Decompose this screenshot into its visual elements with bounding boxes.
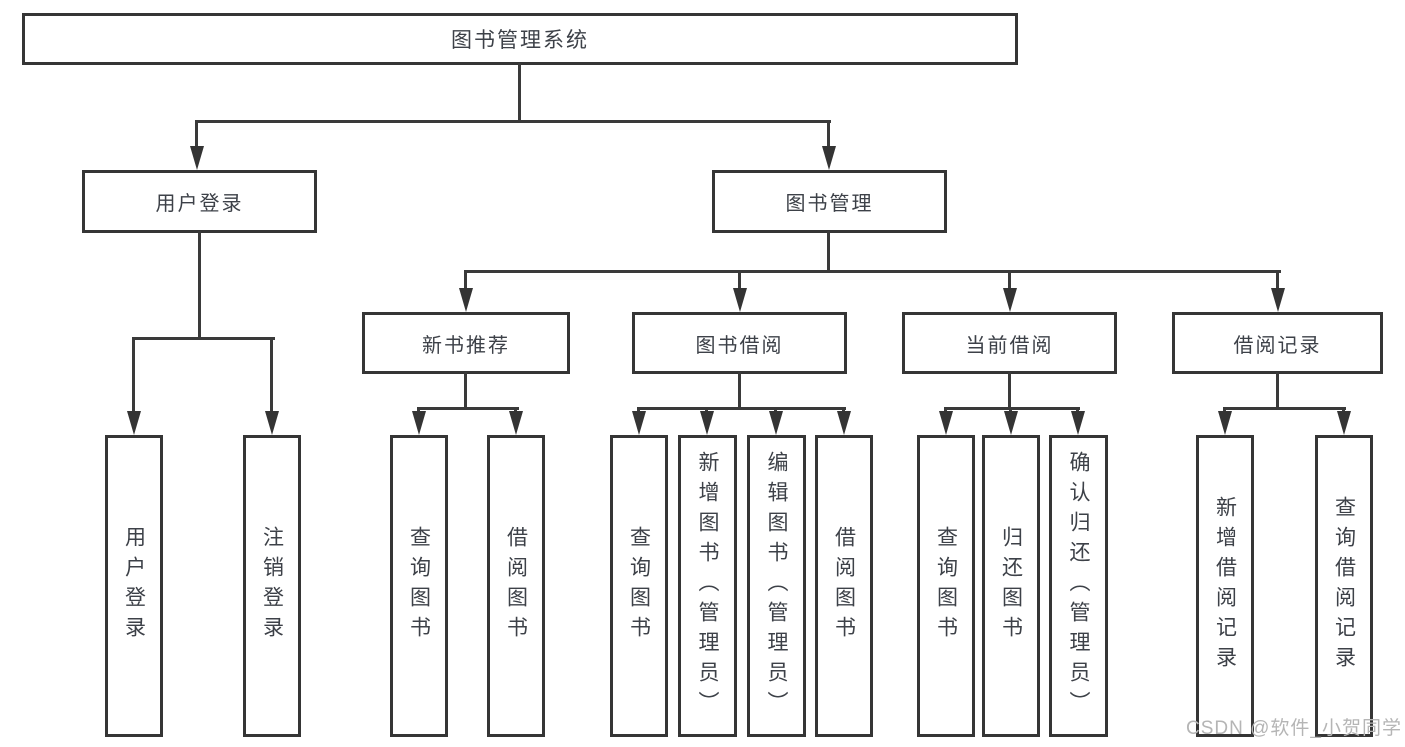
leaf-borrow-books: 借阅图书	[815, 435, 873, 737]
connector	[270, 337, 273, 422]
leaf-add-borrow-record: 新增借阅记录	[1196, 435, 1254, 737]
connector	[827, 120, 830, 160]
leaf-borrow-books-recommend: 借阅图书	[487, 435, 545, 737]
leaf-label: 注销登录	[260, 526, 284, 646]
node-label: 新书推荐	[422, 334, 510, 357]
arrowhead-icon	[190, 146, 204, 170]
connector	[1276, 270, 1279, 300]
connector	[1008, 372, 1011, 410]
node-label: 图书借阅	[695, 334, 784, 357]
leaf-label: 新增图书（管理员）	[696, 451, 719, 721]
leaf-label: 编辑图书（管理员）	[765, 451, 788, 721]
connector	[195, 120, 198, 160]
arrowhead-icon	[632, 411, 646, 435]
connector	[464, 372, 467, 410]
connector	[464, 270, 467, 300]
node-new-book-recommend: 新书推荐	[362, 312, 570, 374]
arrowhead-icon	[1071, 411, 1085, 435]
arrowhead-icon	[127, 411, 141, 435]
node-label: 借阅记录	[1233, 334, 1322, 357]
arrowhead-icon	[733, 288, 747, 312]
leaf-add-books-admin: 新增图书（管理员）	[678, 435, 737, 737]
leaf-label: 新增借阅记录	[1213, 496, 1237, 676]
leaf-query-books-recommend: 查询图书	[390, 435, 448, 737]
csdn-watermark: CSDN @软件_小贺同学	[1186, 718, 1402, 739]
arrowhead-icon	[459, 288, 473, 312]
leaf-label: 查询图书	[407, 526, 431, 646]
leaf-label: 借阅图书	[504, 526, 528, 646]
connector	[132, 337, 135, 422]
leaf-user-login: 用户登录	[105, 435, 163, 737]
node-label: 图书管理系统	[451, 29, 589, 52]
connector	[464, 270, 1281, 273]
connector	[827, 231, 830, 273]
leaf-label: 用户登录	[122, 526, 146, 646]
node-current-borrowing: 当前借阅	[902, 312, 1117, 374]
connector	[197, 120, 831, 123]
leaf-label: 查询图书	[934, 526, 958, 646]
node-label: 用户登录	[155, 193, 244, 215]
arrowhead-icon	[939, 411, 953, 435]
connector	[518, 63, 521, 122]
node-book-management: 图书管理	[712, 170, 947, 233]
leaf-query-books-current: 查询图书	[917, 435, 975, 737]
connector	[198, 231, 201, 339]
leaf-label: 借阅图书	[832, 526, 856, 646]
arrowhead-icon	[769, 411, 783, 435]
arrowhead-icon	[822, 146, 836, 170]
connector	[637, 407, 846, 410]
arrowhead-icon	[1218, 411, 1232, 435]
node-user-login: 用户登录	[82, 170, 317, 233]
connector	[738, 372, 741, 410]
arrowhead-icon	[509, 411, 523, 435]
arrowhead-icon	[1271, 288, 1285, 312]
leaf-label: 归还图书	[999, 526, 1023, 646]
arrowhead-icon	[700, 411, 714, 435]
leaf-query-books-borrowing: 查询图书	[610, 435, 668, 737]
connector	[1276, 372, 1279, 410]
arrowhead-icon	[837, 411, 851, 435]
node-library-system: 图书管理系统	[22, 13, 1018, 65]
leaf-logout: 注销登录	[243, 435, 301, 737]
arrowhead-icon	[412, 411, 426, 435]
connector	[132, 337, 275, 340]
arrowhead-icon	[1004, 411, 1018, 435]
connector	[1008, 270, 1011, 300]
leaf-label: 查询图书	[627, 526, 651, 646]
connector	[944, 407, 1080, 410]
connector	[417, 407, 519, 410]
arrowhead-icon	[1003, 288, 1017, 312]
leaf-confirm-return-admin: 确认归还（管理员）	[1049, 435, 1108, 737]
connector	[1223, 407, 1346, 410]
node-borrowing-records: 借阅记录	[1172, 312, 1383, 374]
leaf-label: 查询借阅记录	[1332, 496, 1356, 676]
leaf-label: 确认归还（管理员）	[1067, 451, 1090, 721]
leaf-return-books: 归还图书	[982, 435, 1040, 737]
arrowhead-icon	[265, 411, 279, 435]
arrowhead-icon	[1337, 411, 1351, 435]
node-label: 图书管理	[785, 193, 874, 215]
leaf-query-borrow-record: 查询借阅记录	[1315, 435, 1373, 737]
node-book-borrowing: 图书借阅	[632, 312, 847, 374]
node-label: 当前借阅	[965, 334, 1054, 357]
leaf-edit-books-admin: 编辑图书（管理员）	[747, 435, 806, 737]
connector	[738, 270, 741, 300]
